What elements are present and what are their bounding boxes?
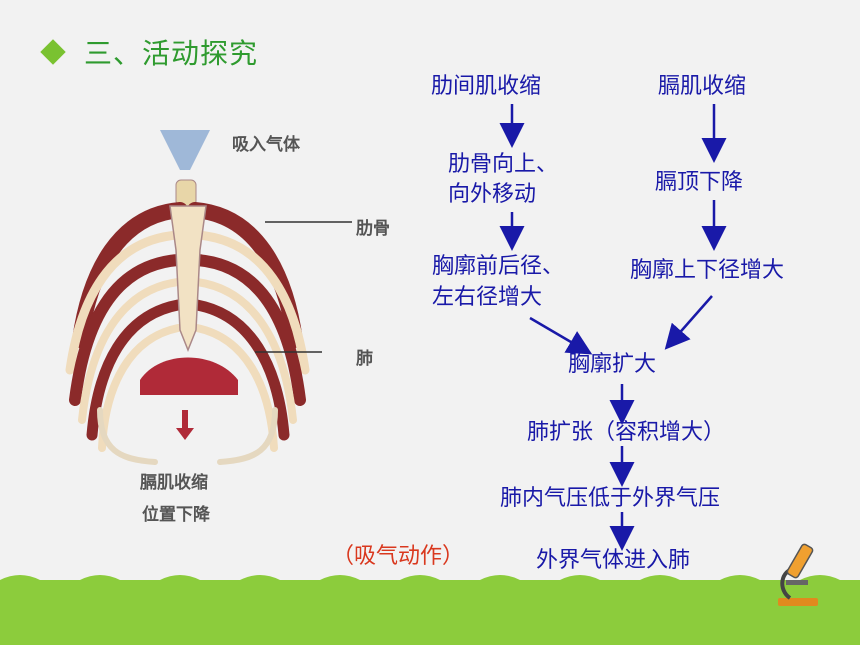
caption: （吸气动作）	[332, 544, 465, 569]
arrow-left-merge	[529, 316, 593, 355]
lung-label: 肺	[356, 349, 373, 369]
flow-merge: 胸廓扩大	[568, 352, 657, 377]
flow-left-2a: 肋骨向上、	[448, 152, 559, 177]
flow-right-1: 膈肌收缩	[658, 74, 747, 99]
inhale-label: 吸入气体	[232, 135, 300, 155]
flow-step-enter: 外界气体进入肺	[536, 548, 691, 573]
ground-band	[0, 580, 860, 645]
down-arrow-icon	[176, 410, 194, 440]
title-text: 三、活动探究	[84, 37, 259, 70]
flow-step-lung: 肺扩张（容积增大）	[527, 420, 726, 445]
flow-right-2: 膈顶下降	[655, 170, 744, 195]
section-title: 三、活动探究	[40, 30, 259, 74]
diaphragm	[140, 357, 238, 395]
rib-label: 肋骨	[356, 219, 390, 239]
air-funnel-icon	[160, 130, 210, 170]
flow-left-2b: 向外移动	[448, 182, 537, 207]
flow-left-3a: 胸廓前后径、	[432, 254, 565, 279]
arrow-right-merge	[664, 295, 713, 350]
flow-step-pressure: 肺内气压低于外界气压	[500, 486, 721, 511]
sternum	[169, 205, 207, 353]
flow-right-3: 胸廓上下径增大	[630, 258, 785, 283]
flow-left-1: 肋间肌收缩	[431, 74, 542, 99]
rib-cage-illustration	[65, 130, 352, 465]
diaphragm-label-2: 位置下降	[142, 505, 210, 525]
flow-left-3b: 左右径增大	[432, 285, 543, 310]
diaphragm-label-1: 膈肌收缩	[140, 473, 208, 493]
microscope-icon	[778, 543, 818, 606]
